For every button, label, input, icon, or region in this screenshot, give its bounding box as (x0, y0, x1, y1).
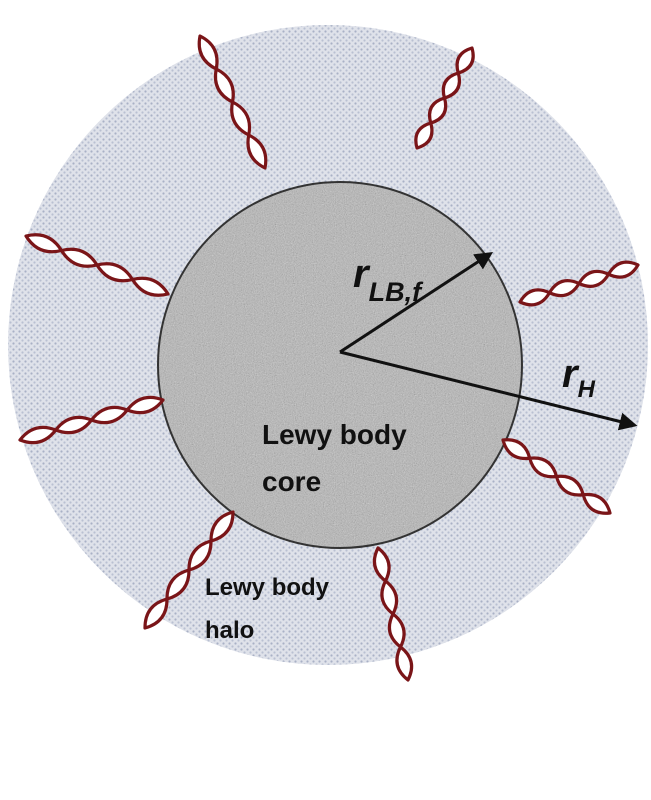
fibril-twist-segment (518, 288, 552, 307)
core-label-line-1: Lewy body (262, 419, 407, 450)
radius-core-arrow (339, 252, 494, 354)
fibril-twist-segment (395, 645, 414, 682)
fibril-left-lower (18, 395, 165, 445)
radius-halo-arrow (339, 350, 638, 431)
core-label-line-2: core (262, 466, 321, 497)
fibril-twist-segment (130, 276, 170, 297)
fibril-top-left (197, 34, 268, 170)
halo-label-line-1: Lewy body (205, 574, 330, 601)
fibril-top-right (414, 46, 475, 150)
halo-label-line-2: halo (205, 617, 254, 644)
radius-core-label: rLB,f (353, 252, 424, 307)
fibril-bottom-left (143, 510, 235, 630)
fibril-right-upper (518, 260, 640, 307)
fibril-group (18, 34, 640, 682)
fibril-twist-segment (125, 395, 165, 415)
fibril-right-lower (501, 438, 612, 515)
lewy-body-core (157, 181, 523, 549)
fibril-left-upper (24, 233, 170, 297)
radius-halo-label: rH (562, 352, 596, 403)
fibril-twist-segment (581, 492, 612, 515)
fibril-twist-segment (246, 133, 268, 170)
fibril-twist-segment (143, 597, 169, 630)
fibril-bottom-right (372, 546, 414, 682)
fibril-twist-segment (414, 121, 434, 150)
